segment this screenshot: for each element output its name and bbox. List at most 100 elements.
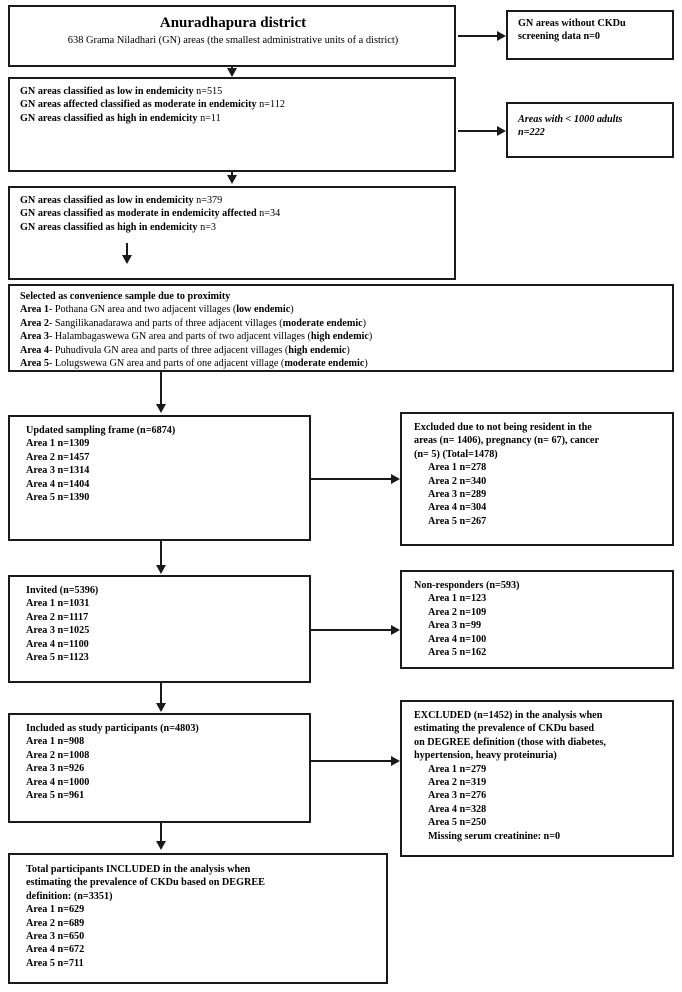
- invited-row-1: Area 1 n=1031: [26, 598, 90, 610]
- included-row-1: Area 1 n=908: [26, 736, 85, 748]
- smallareas-line2: n=222: [518, 127, 545, 139]
- totalincluded-row-4: Area 4 n=672: [26, 944, 85, 956]
- connector-included-to-excludeddegree: [311, 760, 392, 762]
- district-subtitle: 638 Grama Niladhari (GN) areas (the smal…: [67, 35, 399, 46]
- convenience-area-5: Area 5- Lolugswewa GN area and parts of …: [20, 358, 368, 370]
- totalincluded-row-1: Area 1 n=629: [26, 904, 85, 916]
- convenience-area-3: Area 3- Halambagaswewa GN area and parts…: [20, 331, 373, 343]
- included-row-5: Area 5 n=961: [26, 790, 85, 802]
- totalincluded-head3: definition: (n=3351): [26, 890, 113, 902]
- box-included-study-participants: Included as study participants (n=4803) …: [8, 713, 311, 823]
- noscreening-line1: GN areas without CKDu: [518, 18, 626, 29]
- samplingframe-row-2: Area 2 n=1457: [26, 451, 90, 463]
- excludedresident-row-2: Area 2 n=340: [428, 475, 487, 487]
- arrowhead-right-excludeddegree: [391, 755, 400, 766]
- endemicity-filtered-line2: GN areas classified as moderate in endem…: [20, 208, 281, 220]
- invited-row-2: Area 2 n=1117: [26, 611, 89, 623]
- connector-endemicity-down: [231, 172, 233, 177]
- excludeddegree-row-4: Area 4 n=328: [428, 803, 487, 815]
- arrowhead-down-filtered: [226, 175, 237, 184]
- invited-row-5: Area 5 n=1123: [26, 652, 89, 664]
- box-endemicity-classification-filtered: GN areas classified as low in endemicity…: [8, 186, 456, 280]
- connector-samplingframe-down: [160, 541, 162, 566]
- arrowhead-right-noscreening: [497, 30, 506, 41]
- box-gn-areas-without-screening: GN areas without CKDu screening data n=0: [506, 10, 674, 60]
- smallareas-line1: Areas with < 1000 adults: [518, 114, 623, 125]
- connector-endemicity-to-smallareas: [458, 130, 498, 132]
- convenience-heading: Selected as convenience sample due to pr…: [20, 291, 231, 302]
- excludedresident-row-3: Area 3 n=289: [428, 489, 487, 501]
- nonresponders-row-4: Area 4 n=100: [428, 633, 487, 645]
- arrowhead-right-smallareas: [497, 125, 506, 136]
- connector-invited-to-nonresponders: [311, 629, 392, 631]
- box-excluded-degree-definition: EXCLUDED (n=1452) in the analysis when e…: [400, 700, 674, 857]
- excludedresident-head3: (n= 5) (Total=1478): [414, 448, 498, 460]
- box-updated-sampling-frame: Updated sampling frame (n=6874) Area 1 n…: [8, 415, 311, 541]
- excludeddegree-head4: hypertension, heavy proteinuria): [414, 750, 557, 762]
- arrowhead-right-nonresponders: [391, 624, 400, 635]
- excludeddegree-row-3: Area 3 n=276: [428, 790, 487, 802]
- invited-heading: Invited (n=5396): [26, 585, 99, 596]
- endemicity-all-line1: GN areas classified as low in endemicity…: [20, 86, 223, 97]
- convenience-area-1: Area 1- Pothana GN area and two adjacent…: [20, 304, 294, 316]
- nonresponders-row-5: Area 5 n=162: [428, 647, 487, 659]
- excludedresident-row-5: Area 5 n=267: [428, 515, 487, 527]
- arrowhead-down-included: [155, 703, 166, 712]
- connector-convenience-down: [160, 372, 162, 405]
- excludedresident-head1: Excluded due to not being resident in th…: [414, 422, 592, 433]
- nonresponders-heading: Non-responders (n=593): [414, 580, 520, 591]
- convenience-area-4: Area 4- Puhudivula GN area and parts of …: [20, 344, 350, 356]
- box-invited: Invited (n=5396) Area 1 n=1031 Area 2 n=…: [8, 575, 311, 683]
- nonresponders-row-1: Area 1 n=123: [428, 593, 487, 605]
- included-row-2: Area 2 n=1008: [26, 749, 90, 761]
- samplingframe-row-4: Area 4 n=1404: [26, 478, 90, 490]
- arrowhead-down-endemicity: [226, 68, 237, 77]
- excludedresident-head2: areas (n= 1406), pregnancy (n= 67), canc…: [414, 435, 599, 447]
- box-convenience-sample: Selected as convenience sample due to pr…: [8, 284, 674, 372]
- excludedresident-row-4: Area 4 n=304: [428, 502, 487, 514]
- box-total-participants-included: Total participants INCLUDED in the analy…: [8, 853, 388, 984]
- endemicity-filtered-line1: GN areas classified as low in endemicity…: [20, 195, 223, 206]
- samplingframe-row-1: Area 1 n=1309: [26, 438, 90, 450]
- included-heading: Included as study participants (n=4803): [26, 723, 199, 734]
- arrowhead-down-totalincluded: [155, 841, 166, 850]
- samplingframe-row-3: Area 3 n=1314: [26, 465, 90, 477]
- endemicity-all-line2: GN areas affected classified as moderate…: [20, 99, 285, 111]
- box-anuradhapura-district: Anuradhapura district 638 Grama Niladhar…: [8, 5, 456, 67]
- box-endemicity-classification-all: GN areas classified as low in endemicity…: [8, 77, 456, 172]
- endemicity-all-line3: GN areas classified as high in endemicit…: [20, 112, 221, 124]
- invited-row-3: Area 3 n=1025: [26, 625, 90, 637]
- connector-title-to-noscreening: [458, 35, 498, 37]
- endemicity-filtered-line3: GN areas classified as high in endemicit…: [20, 221, 217, 233]
- nonresponders-row-3: Area 3 n=99: [428, 620, 482, 632]
- box-non-responders: Non-responders (n=593) Area 1 n=123 Area…: [400, 570, 674, 669]
- box-areas-under-1000-adults: Areas with < 1000 adults n=222: [506, 102, 674, 158]
- totalincluded-row-5: Area 5 n=711: [26, 957, 84, 969]
- nonresponders-row-2: Area 2 n=109: [428, 606, 487, 618]
- district-title: Anuradhapura district: [159, 15, 307, 31]
- arrowhead-down-invited: [155, 565, 166, 574]
- included-row-3: Area 3 n=926: [26, 763, 85, 775]
- excludedresident-row-1: Area 1 n=278: [428, 462, 487, 474]
- totalincluded-head1: Total participants INCLUDED in the analy…: [26, 864, 251, 875]
- arrowhead-right-excludedresident: [391, 473, 400, 484]
- arrowhead-down-samplingframe: [155, 404, 166, 413]
- totalincluded-head2: estimating the prevalence of CKDu based …: [26, 877, 265, 889]
- excludeddegree-row-5: Area 5 n=250: [428, 817, 487, 829]
- excludeddegree-head3: on DEGREE definition (those with diabete…: [414, 736, 606, 748]
- noscreening-line2: screening data n=0: [518, 31, 601, 43]
- arrowhead-down-convenience: [121, 255, 132, 264]
- excludeddegree-head1: EXCLUDED (n=1452) in the analysis when: [414, 710, 603, 721]
- included-row-4: Area 4 n=1000: [26, 776, 90, 788]
- totalincluded-row-2: Area 2 n=689: [26, 917, 85, 929]
- totalincluded-row-3: Area 3 n=650: [26, 931, 85, 943]
- samplingframe-row-5: Area 5 n=1390: [26, 492, 90, 504]
- excludeddegree-row-1: Area 1 n=279: [428, 763, 487, 775]
- samplingframe-heading: Updated sampling frame (n=6874): [26, 425, 176, 436]
- excludeddegree-head2: estimating the prevalence of CKDu based: [414, 723, 595, 735]
- excludeddegree-footer: Missing serum creatinine: n=0: [428, 830, 561, 842]
- excludeddegree-row-2: Area 2 n=319: [428, 777, 487, 789]
- connector-samplingframe-to-excluded: [311, 478, 392, 480]
- connector-filtered-down: [126, 243, 128, 257]
- invited-row-4: Area 4 n=1100: [26, 638, 89, 650]
